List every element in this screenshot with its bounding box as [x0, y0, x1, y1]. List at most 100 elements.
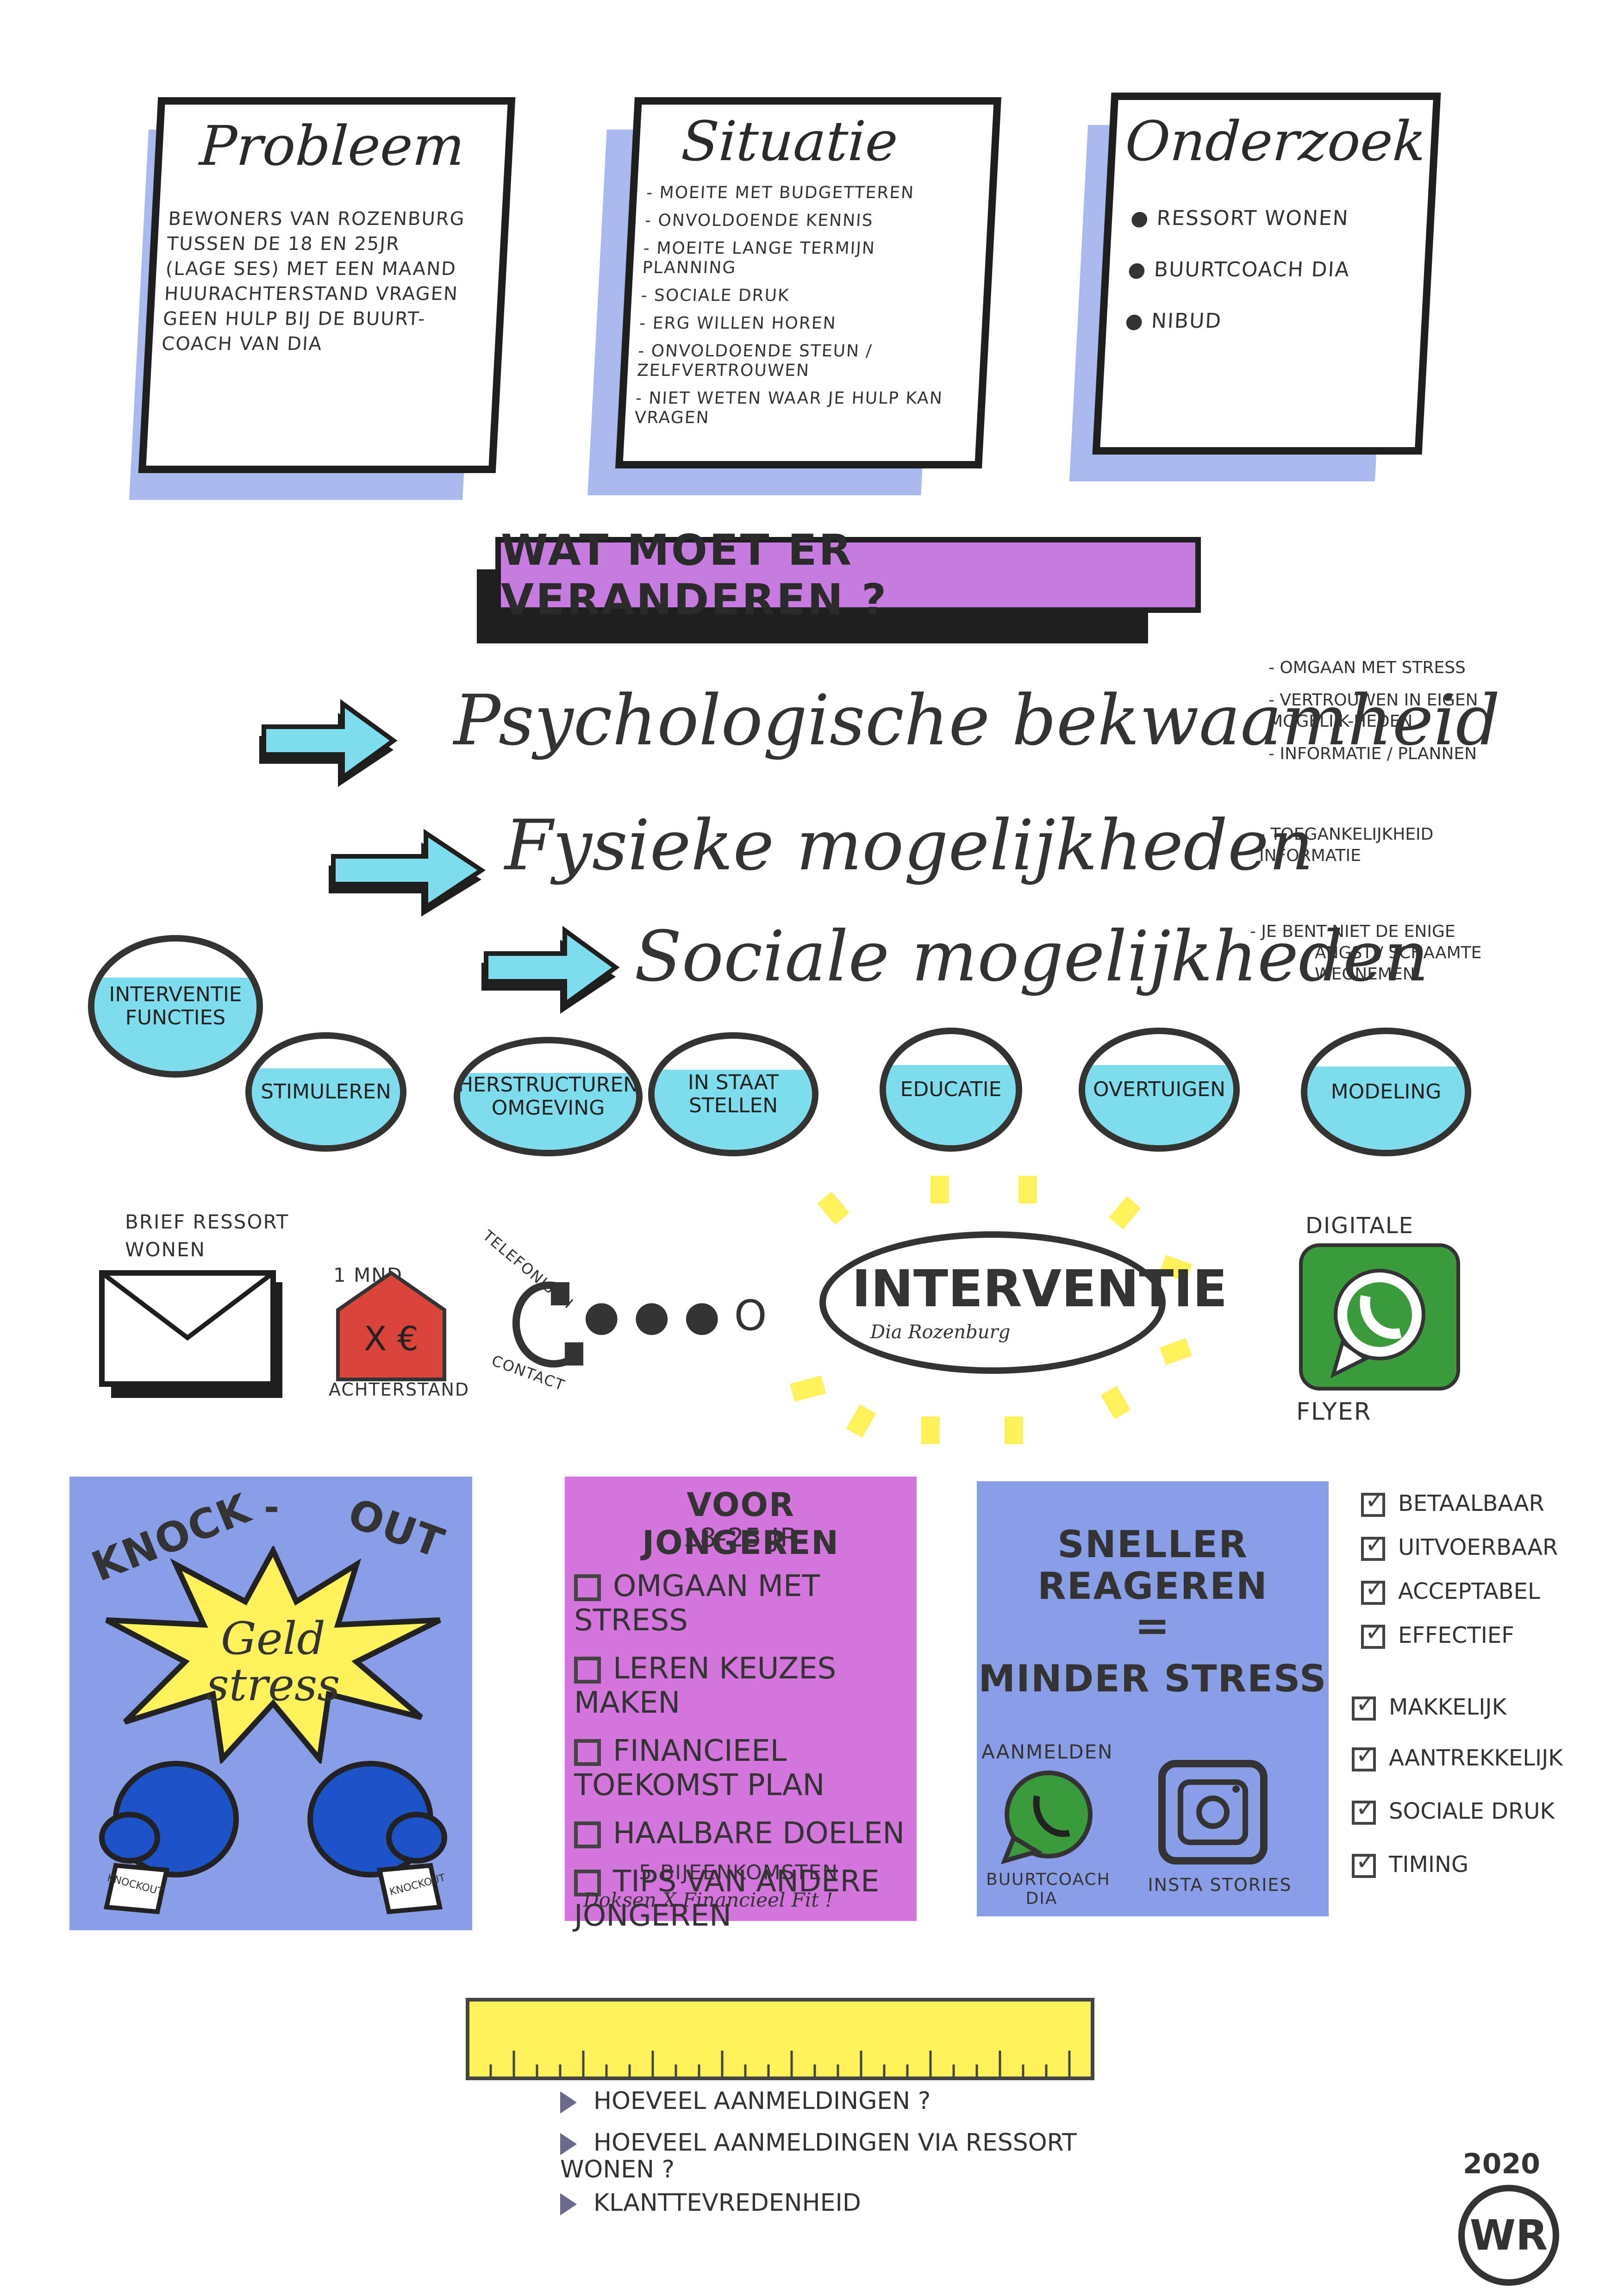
bullet-dot-icon: ●	[1124, 309, 1152, 333]
phone-icon	[512, 1281, 583, 1368]
knockout-box: KNOCK - OUT Geld stress KNOCKOUT KNOCKOU…	[69, 1477, 472, 1930]
oval-fill	[1307, 1066, 1465, 1150]
youth-meetings: 5 BIJEENKOMSTEN	[639, 1861, 839, 1884]
factor-note: - JE BENT NIET DE ENIGE	[1250, 922, 1455, 941]
triangle-bullet-icon	[560, 2133, 577, 2155]
factor-notes-sociaal: - JE BENT NIET DE ENIGE ANGST / SCHAAMTE…	[1250, 921, 1528, 985]
function-stimuleren: STIMULEREN	[245, 1032, 406, 1152]
whatsapp-small-icon	[1000, 1771, 1093, 1865]
probleem-line: TUSSEN DE 18 EN 25JR	[166, 233, 401, 255]
signup-label: AANMELDEN	[981, 1740, 1113, 1763]
function-label: EDUCATIE	[900, 1078, 1002, 1101]
insta-label: INSTA STORIES	[1148, 1875, 1292, 1895]
checkbox-icon	[574, 1657, 601, 1684]
onderzoek-item: ● NIBUD	[1124, 309, 1348, 333]
probleem-line: COACH VAN DIA	[161, 333, 323, 355]
checked-box-icon	[1352, 1793, 1376, 1825]
checkbox-icon	[574, 1574, 601, 1602]
check-label: UITVOERBAAR	[1398, 1534, 1558, 1560]
banner: WAT MOET ER VERANDEREN ?	[495, 525, 1201, 624]
situatie-card: Situatie - MOEITE MET BUDGETTEREN - ONVO…	[615, 97, 1002, 468]
factor-note: - OMGAAN MET STRESS	[1268, 658, 1466, 677]
function-herstructureren: HERSTRUCTUREN OMGEVING	[454, 1037, 643, 1156]
dash-label: -	[264, 1486, 281, 1529]
function-in-staat-stellen: IN STAAT STELLEN	[648, 1032, 818, 1156]
checked-box-icon	[1361, 1485, 1386, 1517]
checkbox-icon	[574, 1870, 601, 1897]
probleem-line: GEEN HULP BIJ DE BUURT-	[162, 308, 426, 330]
question-item: KLANTTEVREDENHEID	[560, 2189, 861, 2216]
boxing-glove-right-icon	[307, 1761, 447, 1915]
youth-item-label: FINANCIEEL TOEKOMST PLAN	[574, 1734, 825, 1802]
envelope-icon	[99, 1270, 282, 1398]
check-item-timing: TIMING	[1352, 1846, 1469, 1878]
onderzoek-item-label: BUURTCOACH DIA	[1153, 258, 1351, 281]
function-modeling: MODELING	[1301, 1028, 1471, 1156]
check-label: EFFECTIEF	[1398, 1622, 1514, 1648]
functions-title: INTERVENTIE FUNCTIES	[109, 983, 242, 1029]
factor-notes-fysiek: - TOEGANKELIJKHEID INFORMATIE	[1259, 824, 1518, 867]
bullet-dot-icon: ●	[1127, 258, 1155, 281]
phone-dots: ●●●O	[583, 1291, 781, 1340]
boxing-glove-left-icon	[99, 1761, 239, 1915]
sunburst-rays	[790, 1176, 1193, 1444]
function-label: IN STAAT STELLEN	[687, 1071, 779, 1117]
situatie-title: Situatie	[680, 109, 899, 173]
youth-item-label: TIPS VAN ANDERE JONGEREN	[574, 1865, 880, 1933]
check-item-makkelijk: MAKKELIJK	[1352, 1689, 1506, 1721]
youth-item: OMGAAN MET STRESS	[574, 1569, 912, 1638]
youth-item: LEREN KEUZES MAKEN	[574, 1652, 912, 1720]
intervention-title: INTERVENTIE	[852, 1259, 1228, 1318]
situatie-item: - ONVOLDOENDE STEUN / ZELFVERTROUWEN	[636, 342, 873, 380]
factor-fysiek: Fysieke mogelijkheden	[505, 805, 1314, 886]
whatsapp-label: BUURTCOACH DIA	[986, 1870, 1111, 1908]
arrow-right-icon	[329, 829, 486, 917]
signature-circle: WR	[1458, 2185, 1559, 2286]
youth-item-label: LEREN KEUZES MAKEN	[574, 1652, 837, 1720]
checked-box-icon	[1361, 1573, 1386, 1605]
factor-note: - VERTROUWEN IN EIGEN MOGELIJK-HEDEN	[1268, 691, 1478, 731]
check-label: SOCIALE DRUK	[1389, 1798, 1555, 1824]
check-item-effectief: EFFECTIEF	[1361, 1617, 1514, 1649]
whatsapp-icon	[1299, 1243, 1460, 1391]
factor-psychologisch: Psychologische bekwaamheid	[454, 680, 1500, 761]
faster-equals: =	[1135, 1602, 1171, 1650]
oval-fill	[460, 1073, 636, 1150]
youth-item: TIPS VAN ANDERE JONGEREN	[574, 1865, 912, 1933]
youth-item-label: HAALBARE DOELEN	[613, 1816, 905, 1851]
factor-sociaal: Sociale mogelijkheden	[634, 917, 1429, 997]
instagram-icon	[1158, 1760, 1268, 1865]
house-icon	[336, 1271, 446, 1381]
oval-fill	[655, 1070, 812, 1150]
checked-box-icon	[1352, 1740, 1376, 1771]
situatie-item: - ERG WILLEN HOREN	[639, 314, 837, 333]
faster-line3: MINDER STRESS	[978, 1657, 1327, 1700]
youth-item: FINANCIEEL TOEKOMST PLAN	[574, 1734, 912, 1802]
function-label: HERSTRUCTUREN OMGEVING	[457, 1073, 639, 1120]
burst-icon	[105, 1546, 441, 1764]
probleem-line: HUURACHTERSTAND VRAGEN	[163, 283, 459, 305]
onderzoek-title: Onderzoek	[1124, 109, 1428, 173]
faster-line1: SNELLER	[1057, 1523, 1248, 1566]
situatie-item: - ONVOLDOENDE KENNIS	[644, 211, 874, 230]
arrears-amount: X €	[363, 1319, 419, 1358]
question-item: HOEVEEL AANMELDINGEN VIA RESSORT WONEN ?	[560, 2129, 1116, 2183]
banner-text: WAT MOET ER VERANDEREN ?	[501, 525, 888, 624]
geld-stress-text: Geld stress	[206, 1613, 340, 1711]
digital-label: DIGITALE	[1305, 1213, 1414, 1239]
arrears-label: ACHTERSTAND	[329, 1379, 470, 1400]
oval-fill	[886, 1065, 1016, 1145]
factor-note: - INFORMATIE / PLANNEN	[1268, 744, 1477, 763]
intervention-subtitle: Dia Rozenburg	[870, 1322, 1011, 1343]
function-label: MODELING	[1330, 1080, 1442, 1104]
onderzoek-item: ● RESSORT WONEN	[1130, 206, 1353, 230]
signature-year: 2020	[1463, 2148, 1540, 2180]
faster-box: SNELLER REAGEREN = MINDER STRESS AANMELD…	[977, 1481, 1329, 1916]
factor-notes-psychologisch: - OMGAAN MET STRESS - VERTROUWEN IN EIGE…	[1268, 657, 1565, 765]
situatie-list: - MOEITE MET BUDGETTEREN - ONVOLDOENDE K…	[634, 183, 971, 436]
probleem-title: Probleem	[198, 114, 467, 178]
check-item-sociale-druk: SOCIALE DRUK	[1352, 1793, 1555, 1825]
bullet-dot-icon: ●	[1130, 206, 1157, 230]
onderzoek-item-label: RESSORT WONEN	[1156, 206, 1349, 230]
check-label: TIMING	[1389, 1852, 1469, 1877]
